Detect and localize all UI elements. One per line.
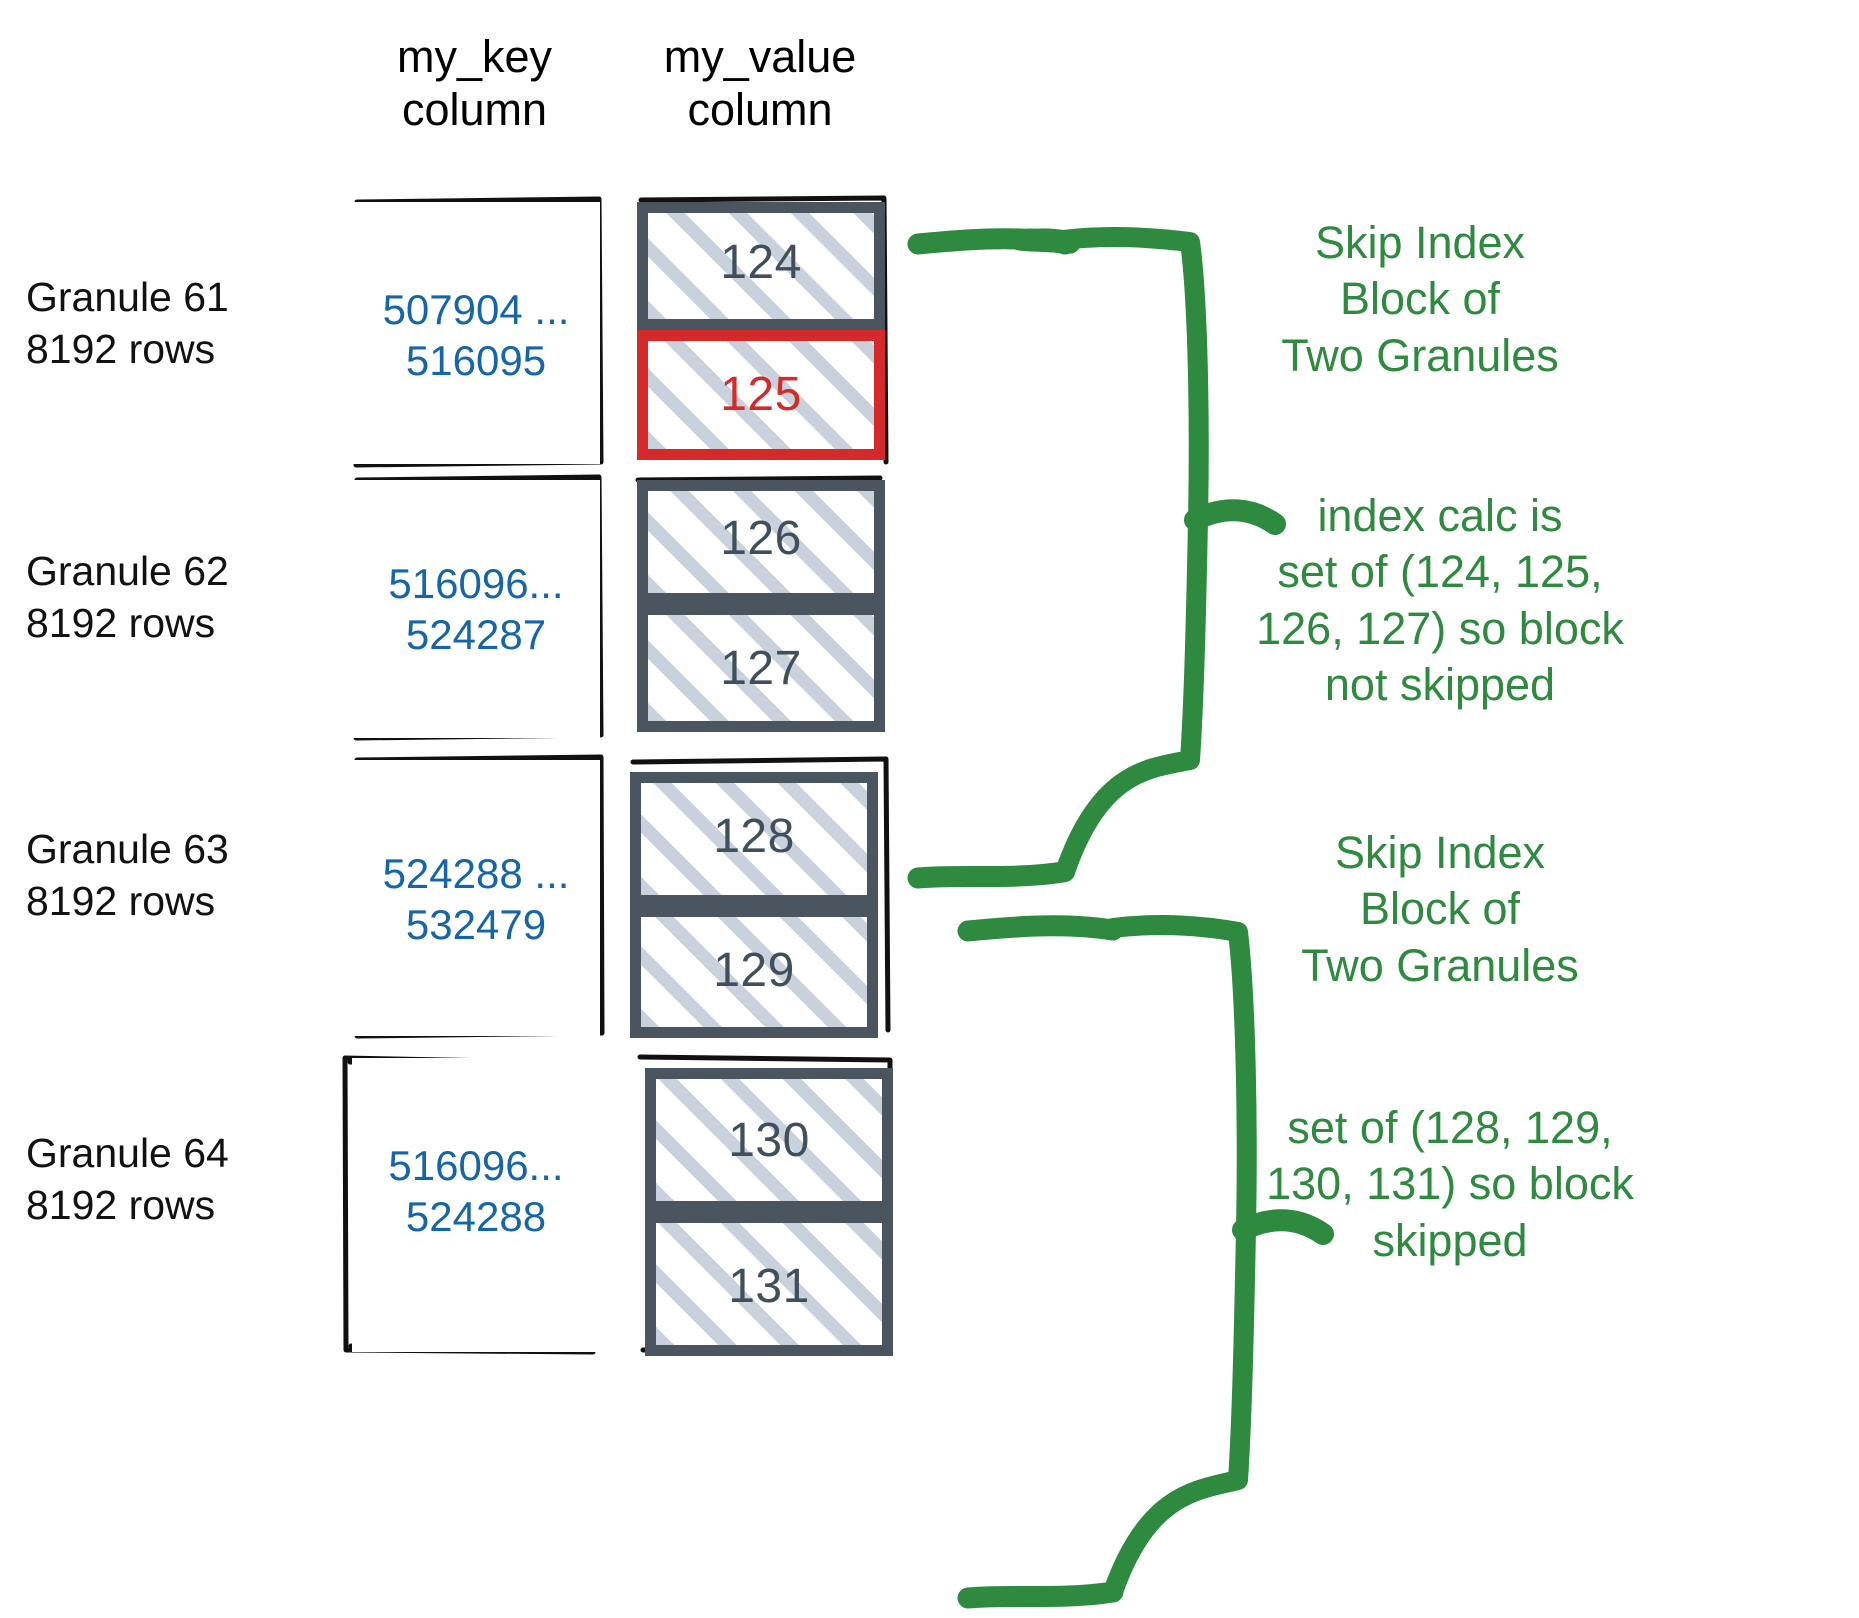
- key-box-granule-63: 524288 ... 532479: [352, 760, 600, 1036]
- key-range-granule-64: 516096... 524288: [388, 1142, 564, 1241]
- value-text-131: 131: [728, 1260, 810, 1313]
- value-box-128: 128: [630, 772, 878, 906]
- value-box-124: 124: [637, 202, 885, 330]
- granule-label-63: Granule 63 8192 rows: [26, 826, 229, 924]
- value-box-130: 130: [645, 1068, 893, 1212]
- column-header-my-key: my_key column: [396, 31, 553, 136]
- value-text-128: 128: [713, 810, 795, 863]
- value-text-124: 124: [720, 236, 802, 289]
- key-range-granule-62: 516096... 524287: [388, 560, 564, 659]
- value-box-125-highlighted: 125: [637, 330, 885, 460]
- value-text-126: 126: [720, 512, 802, 565]
- annotation-index-calc-not-skipped: index calc is set of (124, 125, 126, 127…: [1256, 490, 1624, 710]
- granule-label-62: Granule 62 8192 rows: [26, 548, 229, 646]
- value-box-126: 126: [637, 480, 885, 604]
- value-text-127: 127: [720, 642, 802, 695]
- annotation-skip-index-block-top: Skip Index Block of Two Granules: [1281, 217, 1559, 381]
- granule-label-64: Granule 64 8192 rows: [26, 1130, 229, 1228]
- annotation-set-skipped: set of (128, 129, 130, 131) so block ski…: [1266, 1102, 1634, 1266]
- value-text-125: 125: [720, 368, 802, 421]
- value-box-127: 127: [637, 604, 885, 732]
- key-range-granule-63: 524288 ... 532479: [382, 850, 570, 949]
- value-box-129: 129: [630, 906, 878, 1038]
- value-text-129: 129: [713, 944, 795, 997]
- column-header-my-value: my_value column: [663, 31, 857, 136]
- key-box-granule-62: 516096... 524287: [352, 480, 600, 738]
- value-box-131: 131: [645, 1212, 893, 1356]
- key-box-granule-64: 516096... 524288: [352, 1058, 600, 1352]
- annotation-skip-index-block-bottom: Skip Index Block of Two Granules: [1301, 827, 1579, 991]
- key-range-granule-61: 507904 ... 516095: [382, 286, 570, 385]
- key-box-granule-61: 507904 ... 516095: [352, 202, 600, 464]
- granule-label-61: Granule 61 8192 rows: [26, 274, 229, 372]
- value-text-130: 130: [728, 1114, 810, 1167]
